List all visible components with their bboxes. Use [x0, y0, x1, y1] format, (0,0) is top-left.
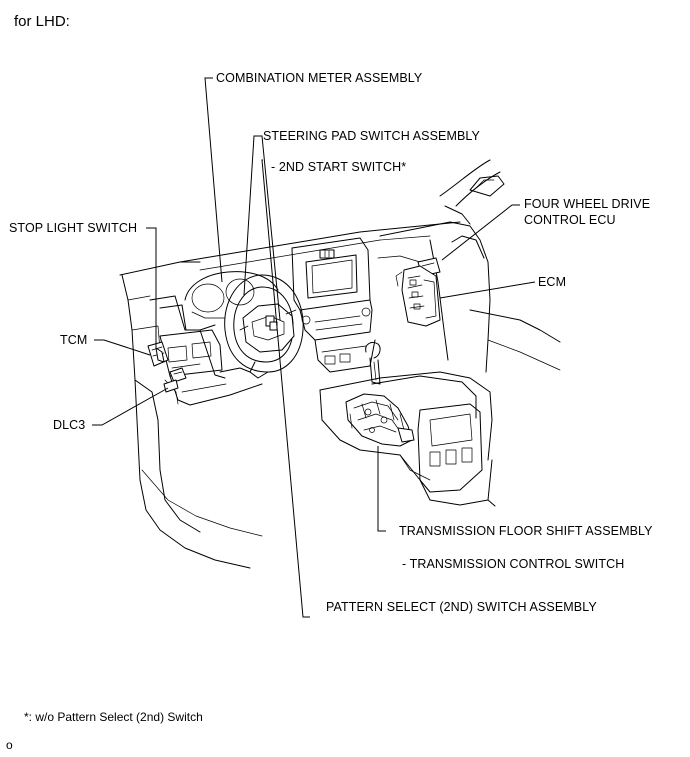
lower-dash-panel: [164, 329, 263, 406]
transmission-floor-shift-unit: [345, 393, 415, 447]
page-title: for LHD:: [14, 13, 70, 30]
label-combination-meter: COMBINATION METER ASSEMBLY: [216, 71, 423, 85]
figure-code: o: [6, 738, 13, 752]
footnote: *: w/o Pattern Select (2nd) Switch: [24, 710, 203, 724]
label-2nd-start-switch: - 2ND START SWITCH*: [271, 160, 407, 174]
shift-lever: [365, 341, 381, 385]
label-ecm: ECM: [538, 275, 567, 289]
steering-wheel: [224, 274, 304, 379]
label-steering-pad-switch: STEERING PAD SWITCH ASSEMBLY: [263, 129, 480, 143]
label-four-wheel-drive-line1: FOUR WHEEL DRIVE: [524, 197, 651, 211]
label-four-wheel-drive-line2: CONTROL ECU: [524, 213, 616, 227]
label-transmission-control-switch: - TRANSMISSION CONTROL SWITCH: [402, 557, 625, 571]
right-dash-windshield: [377, 159, 561, 373]
label-transmission-floor-shift: TRANSMISSION FLOOR SHIFT ASSEMBLY: [399, 524, 653, 538]
label-tcm: TCM: [60, 333, 88, 347]
tcm-dlc3-modules: [147, 341, 187, 393]
combination-meter: [184, 271, 279, 319]
label-stop-light-switch: STOP LIGHT SWITCH: [9, 221, 138, 235]
center-stack: [291, 237, 376, 373]
ecu-ecm-unit: [395, 257, 441, 327]
label-pattern-select-switch: PATTERN SELECT (2ND) SWITCH ASSEMBLY: [326, 600, 597, 614]
label-dlc3: DLC3: [53, 418, 86, 432]
left-door-outline: [119, 261, 263, 569]
leader-lines: [92, 77, 536, 618]
